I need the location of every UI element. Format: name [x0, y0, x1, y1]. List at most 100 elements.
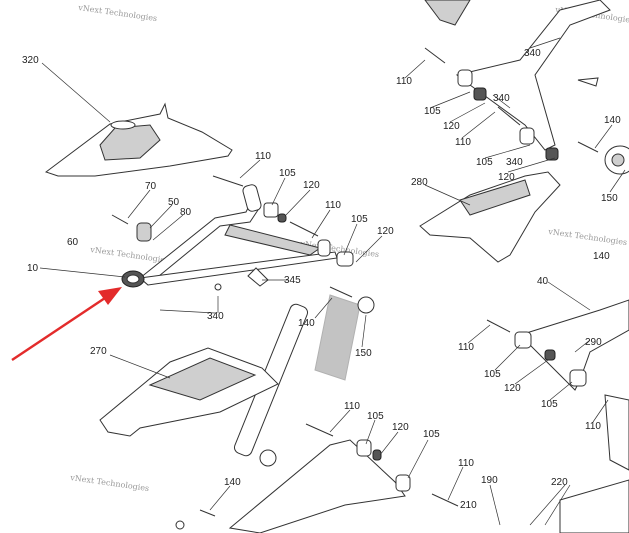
callout-label: 105	[484, 369, 501, 380]
callout-label: 340	[207, 311, 224, 322]
leader-line	[404, 59, 426, 79]
leader-line	[379, 431, 399, 456]
leader-line	[529, 484, 566, 526]
callout-label: 280	[411, 177, 428, 188]
callout-label: 340	[493, 93, 510, 104]
callout-label: 140	[298, 318, 315, 329]
leader-line	[424, 184, 471, 206]
leader-line	[609, 169, 626, 193]
leader-line	[39, 267, 126, 278]
watermark: vNext Technologies	[77, 3, 158, 23]
leader-line	[507, 157, 556, 173]
callout-label: 340	[506, 157, 523, 168]
leader-line	[285, 189, 311, 216]
leader-line	[467, 324, 491, 344]
leader-line	[239, 159, 261, 179]
callout-label: 60	[67, 237, 79, 248]
callout-label: 110	[255, 151, 271, 162]
leader-line	[449, 102, 486, 123]
callout-label: 10	[27, 263, 39, 274]
callout-label: 110	[325, 200, 341, 211]
callout-label: 190	[481, 475, 498, 486]
leader-line	[529, 37, 561, 49]
callout-label: 150	[601, 193, 618, 204]
part-lower-right-arm	[486, 299, 629, 533]
callout-label: 105	[351, 214, 368, 225]
watermark: vNext Technologies	[89, 245, 170, 265]
callout-label: 70	[145, 181, 157, 192]
callout-label: 105	[424, 106, 441, 117]
leader-line	[547, 281, 591, 311]
leader-line	[343, 223, 358, 256]
part-upper-right-arm	[424, 0, 611, 161]
part-lower-a-arm	[175, 423, 459, 533]
callout-label: 320	[22, 55, 39, 66]
leader-line	[329, 409, 351, 433]
leader-line	[209, 485, 231, 511]
hardware-left	[111, 175, 354, 291]
leader-line	[355, 235, 383, 263]
callout-label: 220	[551, 477, 568, 488]
callout-label: 290	[585, 337, 602, 348]
leader-line	[461, 111, 496, 139]
callout-label: 110	[344, 401, 360, 412]
callout-label: 110	[585, 421, 601, 432]
callout-label: 345	[284, 275, 301, 286]
leader-line	[407, 439, 429, 479]
leader-lines	[39, 37, 626, 526]
leader-line	[159, 309, 216, 314]
callout-label: 105	[476, 157, 493, 168]
watermark: vNext Technologies	[69, 473, 150, 493]
callout-labels: 3207050806010110105120110105120345340140…	[22, 48, 621, 511]
leader-line	[311, 209, 331, 239]
part-280-guard	[419, 171, 561, 263]
part-10-a-arm	[121, 184, 338, 288]
leader-line	[489, 484, 501, 526]
callout-label: 50	[168, 197, 180, 208]
red-arrow-annotation	[11, 287, 122, 362]
callout-label: 270	[90, 346, 107, 357]
callout-label: 140	[593, 251, 610, 262]
callout-label: 120	[443, 121, 460, 132]
leader-line	[549, 381, 573, 401]
callout-label: 120	[392, 422, 409, 433]
leader-line	[149, 204, 173, 229]
callout-label: 110	[458, 342, 474, 353]
callout-label: 120	[303, 180, 320, 191]
leader-line	[271, 177, 286, 206]
leader-line	[41, 62, 111, 123]
leader-line	[152, 214, 184, 241]
callout-label: 110	[396, 76, 412, 87]
callout-label: 120	[377, 226, 394, 237]
leader-line	[109, 354, 171, 379]
callout-label: 80	[180, 207, 192, 218]
leader-line	[484, 144, 531, 159]
leader-line	[594, 124, 613, 149]
part-320-guard	[44, 102, 233, 177]
callout-label: 120	[498, 172, 515, 183]
callout-label: 110	[455, 137, 471, 148]
callout-label: 120	[504, 383, 521, 394]
leader-line	[447, 466, 464, 501]
leader-line	[544, 484, 571, 526]
leader-line	[592, 399, 609, 423]
leader-line	[574, 339, 591, 353]
callout-label: 110	[458, 458, 474, 469]
leader-line	[514, 359, 549, 385]
leader-line	[494, 344, 521, 371]
callout-label: 105	[423, 429, 440, 440]
callout-label: 105	[367, 411, 384, 422]
callout-label: 140	[604, 115, 621, 126]
part-knuckle	[577, 141, 629, 175]
callout-label: 340	[524, 48, 541, 59]
leader-line	[365, 419, 376, 445]
callout-label: 105	[541, 399, 558, 410]
leader-line	[429, 91, 471, 109]
part-270-guard	[99, 347, 279, 437]
leader-line	[361, 314, 367, 348]
callout-label: 210	[460, 500, 477, 511]
leader-line	[314, 297, 333, 319]
leader-line	[492, 94, 511, 109]
callout-label: 40	[537, 276, 549, 287]
